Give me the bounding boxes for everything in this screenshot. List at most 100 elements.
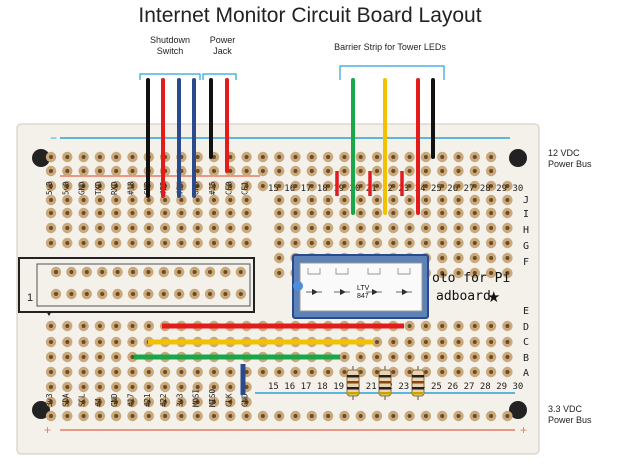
hole-center [146,385,151,389]
hole-center [489,184,494,188]
hole-center [358,211,363,215]
hole-center [423,155,428,159]
hole-center [358,226,363,230]
hole-center [81,198,86,202]
bus-plus-bottom: + [520,423,527,437]
hole-center [423,169,428,173]
hole-center [195,211,200,215]
barrier-strip-label: Barrier Strip for Tower LEDs [334,42,446,52]
hole-center [49,324,53,328]
hole-center [100,270,105,274]
hole-center [277,241,282,245]
column-number-bottom: 26 [447,382,458,392]
hole-center [84,270,89,274]
hole-center [423,340,428,344]
hole-center [179,385,184,389]
hole-center [505,355,510,359]
hole-center [293,414,298,418]
shutdown-label-line1: Shutdown [149,35,191,45]
hole-center [228,414,233,418]
hole-center [440,198,445,202]
short-red-jumpers [335,171,404,196]
hole-center [212,226,216,230]
hole-center [161,292,166,296]
hole-center [472,324,477,328]
row-letter: F [523,257,529,268]
hole-center [114,414,119,418]
hole-center [97,198,102,202]
hole-center [195,226,200,230]
hole-center [97,241,102,245]
power-jack-label: Power Jack [200,35,245,57]
hole-center [489,324,494,328]
column-number-top: 23 [398,184,409,194]
hole-center [277,184,282,188]
hole-center [456,226,461,230]
hole-center [260,169,265,173]
mounting-hole-bl [32,401,50,419]
hole-center [472,271,477,275]
hole-center [97,340,102,344]
hole-center [49,155,53,159]
hole-center [49,241,53,245]
hole-center [407,184,412,188]
hole-center [309,184,314,188]
column-number-top: 28 [480,184,491,194]
bottom-pin-label: #17 [127,393,136,407]
chip-trace [367,268,381,275]
hole-center [163,385,168,389]
hole-center [244,211,249,215]
hole-center [423,324,428,328]
hole-center [277,414,282,418]
hole-center [195,241,200,245]
hole-center [65,169,70,173]
hole-center [391,340,396,344]
hole-center [81,211,86,215]
hole-center [375,414,379,418]
vdc33-line1: 3.3 VDC [548,404,583,414]
hole-center [81,184,86,188]
hole-center [223,292,228,296]
hole-center [81,370,86,374]
resistor-band [347,387,359,390]
hole-center [97,155,102,159]
hole-center [391,155,396,159]
hole-center [456,169,461,173]
hole-center [49,400,53,404]
hole-center [423,355,428,359]
hole-center [228,169,233,173]
hole-center [244,385,249,389]
hole-center [456,211,461,215]
hole-center [375,241,379,245]
hole-center [97,355,102,359]
hole-center [456,155,461,159]
hole-center [277,370,282,374]
row-letter: D [523,322,529,333]
hole-center [212,211,216,215]
hole-center [65,324,70,328]
hole-center [440,226,445,230]
hole-center [407,169,412,173]
hole-center [212,241,216,245]
hole-center [81,155,86,159]
hole-center [130,414,135,418]
hole-center [163,241,168,245]
hole-center [114,370,119,374]
resistor-band [347,392,359,395]
column-number-bottom: 28 [480,382,491,392]
gpio-header: 1 [18,257,255,316]
hole-center [326,414,331,418]
hole-center [505,414,510,418]
hole-center [81,355,86,359]
hole-center [163,414,168,418]
hole-center [195,414,200,418]
hole-center [293,226,298,230]
column-number-top: 26 [447,184,458,194]
hole-center [391,198,396,202]
resistor [346,366,360,400]
hole-center [130,169,135,173]
hole-center [146,324,151,328]
hole-center [163,198,168,202]
hole-center [423,211,428,215]
hole-center [192,270,197,274]
